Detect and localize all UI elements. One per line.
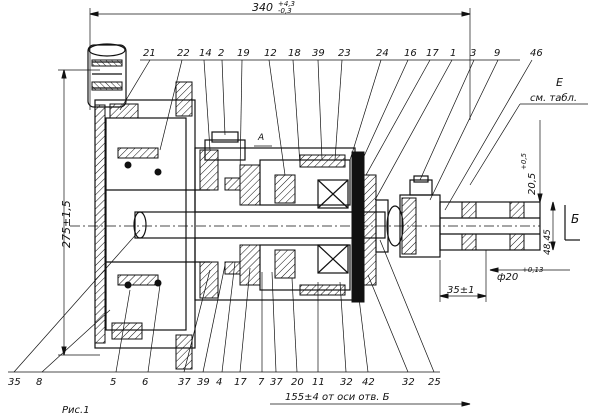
coupling [399,175,541,258]
callout-top-2: 22 [177,48,190,59]
callout-bottom-4: 6 [142,377,148,388]
offset-20-5-tol: +0,5 [520,152,528,170]
callout-top-15: 9 [494,48,500,59]
overall-dimension: 340 +4,3 -0,3 [89,0,471,120]
housing [94,81,210,370]
callout-top-7: 18 [288,48,301,59]
callout-top-12: 17 [426,48,439,59]
dist-35-label: 35±1 [447,285,474,296]
callout-bottom-14: 42 [362,377,375,388]
bearing-housing [194,131,356,301]
callout-bottom-7: 4 [216,377,222,388]
height-label: 275±1,5 [60,200,73,248]
callout-top-16: 46 [530,48,543,59]
right-dimensions: 20,5 +0,5 48,45 Б ф20 +0,13 35±1 E см. т… [254,76,588,302]
section-a-label: A [257,133,264,143]
callout-bottom-5: 37 [178,377,191,388]
overall-length-tol-lower: -0,3 [278,7,292,15]
offset-48-label: 48,45 [543,229,553,255]
callout-bottom-8: 17 [234,377,247,388]
overall-length-label: 340 [252,1,273,14]
callout-bottom-2: 8 [36,377,42,388]
callout-top-3: 14 [199,48,212,59]
height-dimension: 275±1,5 [58,69,100,356]
bottom-dimension-label: 155±4 от оси отв. Б [285,392,390,403]
dia-20-tol: +0,13 [522,266,543,274]
callout-bottom-12: 11 [312,377,325,388]
figure-caption: Рис.1 [62,405,90,416]
callouts-bottom: 35 8 5 6 37 39 4 17 7 37 20 11 32 42 32 … [8,229,441,388]
callout-bottom-3: 5 [110,377,116,388]
view-e-note: см. табл. [530,92,577,104]
callout-bottom-6: 39 [197,377,210,388]
callout-top-10: 24 [376,48,389,59]
callout-bottom-9: 7 [258,377,265,388]
bottom-dimension: 155±4 от оси отв. Б Рис.1 [62,392,471,416]
dia-20-label: ф20 [497,272,518,283]
label-b: Б [571,212,579,226]
callout-bottom-11: 20 [291,377,304,388]
motor-body [87,43,127,108]
flange [351,151,404,303]
callout-bottom-13: 32 [340,377,353,388]
callout-top-4: 2 [218,48,224,59]
view-e-label: E [556,76,563,89]
callout-top-14: 3 [470,48,476,59]
callout-top-13: 1 [450,48,456,59]
callout-top-6: 12 [264,48,277,59]
callouts-top: 21 22 14 2 19 12 18 39 23 24 16 17 1 3 9… [119,48,543,211]
callout-top-9: 23 [338,48,351,59]
callout-top-1: 21 [143,48,156,59]
callout-top-5: 19 [237,48,250,59]
callout-bottom-15: 32 [402,377,415,388]
callout-bottom-1: 35 [8,377,21,388]
callout-bottom-16: 25 [428,377,441,388]
callout-top-8: 39 [312,48,325,59]
offset-20-5-label: 20,5 [527,173,538,195]
callout-bottom-10: 37 [270,377,283,388]
callout-top-11: 16 [404,48,417,59]
overall-length-tol-upper: +4,3 [278,0,295,8]
